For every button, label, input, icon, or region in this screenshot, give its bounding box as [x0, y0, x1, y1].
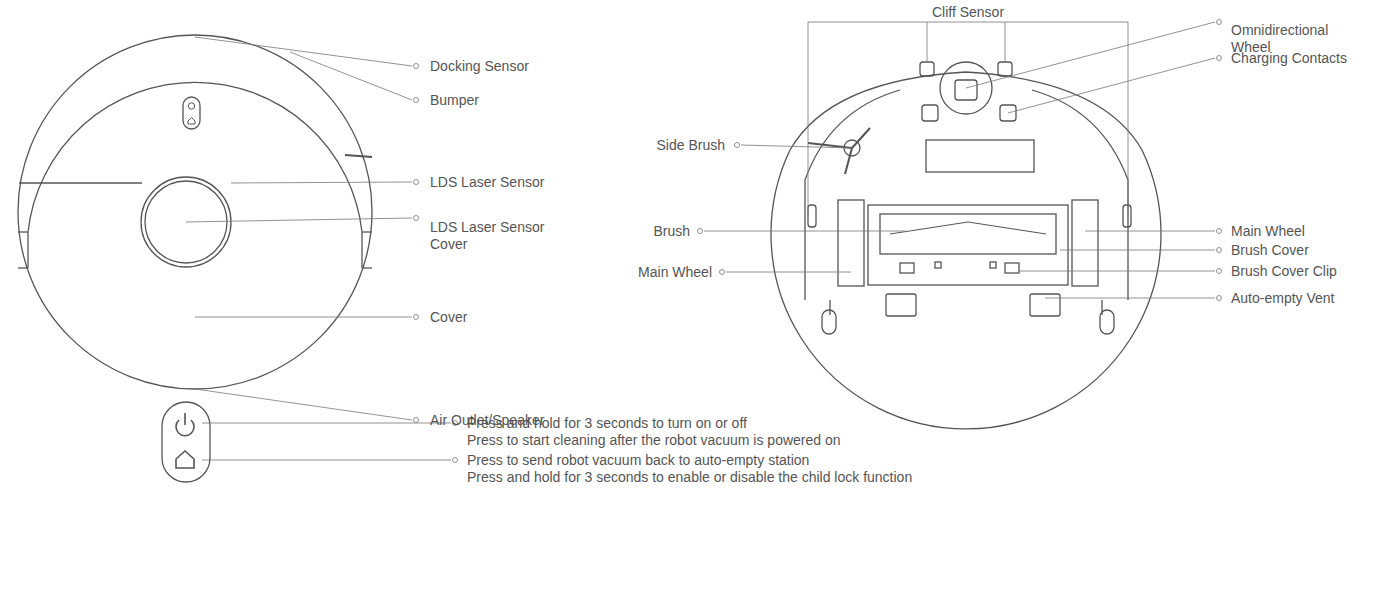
instruction-text: Press and hold for 3 seconds to turn on … — [467, 415, 747, 432]
part-label: Side Brush — [657, 137, 725, 154]
part-label: Charging Contacts — [1231, 50, 1347, 67]
part-label: Docking Sensor — [430, 58, 529, 75]
instruction-text: Press and hold for 3 seconds to enable o… — [467, 469, 912, 486]
part-label: Main Wheel — [1231, 223, 1305, 240]
instruction-text: Press to send robot vacuum back to auto-… — [467, 452, 809, 469]
part-label: LDS Laser Sensor Cover — [430, 219, 560, 253]
instruction-text: Press to start cleaning after the robot … — [467, 432, 841, 449]
part-label: Brush — [653, 223, 690, 240]
leader-lines — [186, 20, 1222, 463]
bottom-view — [771, 62, 1161, 429]
part-label: Auto-empty Vent — [1231, 290, 1335, 307]
top-view — [18, 35, 372, 389]
part-label: Main Wheel — [638, 264, 712, 281]
part-label: Brush Cover — [1231, 242, 1309, 259]
part-label: Brush Cover Clip — [1231, 263, 1337, 280]
button-panel — [162, 402, 210, 482]
part-label: Cliff Sensor — [932, 4, 1004, 21]
part-label: Cover — [430, 309, 467, 326]
part-label: Bumper — [430, 92, 479, 109]
part-label: LDS Laser Sensor — [430, 174, 544, 191]
